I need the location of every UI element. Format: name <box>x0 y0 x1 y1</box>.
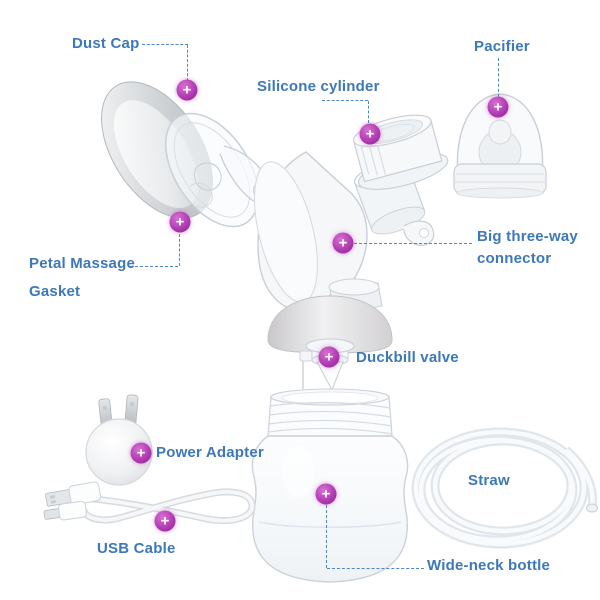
silicone-cylinder-illustration <box>352 114 449 190</box>
label-dust-cap: Dust Cap <box>72 35 140 52</box>
marker-big-three-way-connector: + <box>332 232 354 254</box>
plus-icon: + <box>338 234 348 251</box>
pacifier-illustration <box>453 93 547 199</box>
leader-line-wide-neck-bottle-h <box>327 568 424 569</box>
label-line: connector <box>477 250 552 267</box>
label-duckbill-valve: Duckbill valve <box>356 349 459 366</box>
plus-icon: + <box>182 81 192 98</box>
plus-icon: + <box>493 98 503 115</box>
label-line: Petal Massage <box>29 255 135 272</box>
marker-dust-cap: + <box>176 79 198 101</box>
label-petal-massage-gasket: Petal Massage Gasket <box>29 250 135 306</box>
marker-power-adapter: + <box>130 442 152 464</box>
label-silicone-cylinder: Silicone cylinder <box>257 78 380 95</box>
plus-icon: + <box>321 485 331 502</box>
straw-illustration <box>411 427 598 549</box>
leader-line-big-three-way-connector-h <box>354 243 472 244</box>
marker-pacifier: + <box>487 96 509 118</box>
plus-icon: + <box>136 444 146 461</box>
usb-cable-illustration <box>43 481 256 524</box>
leader-line-dust-cap-v <box>187 45 188 81</box>
leader-line-silicone-cylinder-h <box>322 100 368 101</box>
leader-line-silicone-cylinder-v <box>368 101 369 123</box>
power-adapter-illustration <box>85 394 153 486</box>
label-pacifier: Pacifier <box>474 38 530 55</box>
leader-line-wide-neck-bottle-v <box>326 505 327 568</box>
label-usb-cable: USB Cable <box>97 540 176 557</box>
leader-line-petal-massage-gasket-h <box>130 266 178 267</box>
label-power-adapter: Power Adapter <box>156 444 264 461</box>
plus-icon: + <box>365 125 375 142</box>
plus-icon: + <box>324 348 334 365</box>
label-line: Gasket <box>29 283 81 300</box>
label-wide-neck-bottle: Wide-neck bottle <box>427 557 551 574</box>
label-straw: Straw <box>468 472 510 489</box>
marker-silicone-cylinder: + <box>359 123 381 145</box>
plus-icon: + <box>160 512 170 529</box>
leader-line-dust-cap-h <box>142 44 188 45</box>
marker-usb-cable: + <box>154 510 176 532</box>
label-line: Big three-way <box>477 228 578 245</box>
marker-petal-massage-gasket: + <box>169 211 191 233</box>
leader-line-pacifier-v <box>498 58 499 97</box>
marker-wide-neck-bottle: + <box>315 483 337 505</box>
marker-duckbill-valve: + <box>318 346 340 368</box>
wide-neck-bottle-illustration <box>251 388 409 583</box>
leader-line-petal-massage-gasket-v <box>179 234 180 266</box>
plus-icon: + <box>175 213 185 230</box>
label-big-three-way-connector: Big three-way connector <box>477 226 578 270</box>
